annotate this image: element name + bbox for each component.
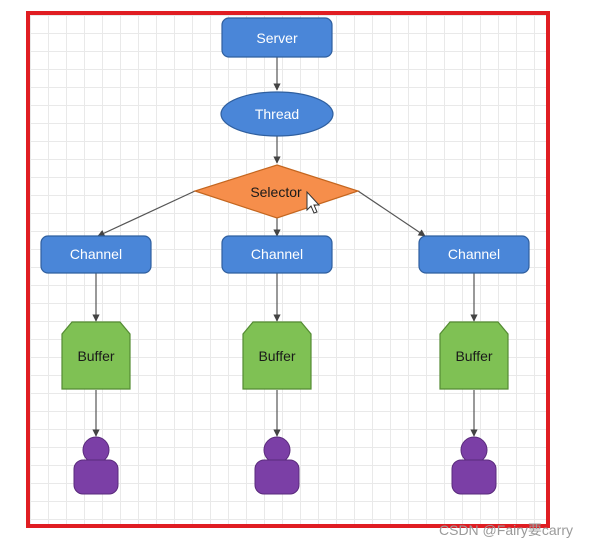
user-icon (451, 436, 497, 495)
buffer-node-3[interactable]: Buffer (439, 321, 509, 390)
cursor-icon (306, 190, 321, 214)
edge-selector-channel-1 (97, 190, 196, 237)
edge-selector-channel-3 (357, 190, 426, 237)
buffer-node-1[interactable]: Buffer (61, 321, 131, 390)
channel-label-3: Channel (448, 246, 500, 262)
watermark: CSDN @Fairy要carry (439, 522, 573, 538)
thread-label: Thread (255, 106, 299, 122)
buffer-label-2: Buffer (258, 348, 295, 364)
buffer-node-2[interactable]: Buffer (242, 321, 312, 390)
user-icon (73, 436, 119, 495)
buffer-label-1: Buffer (77, 348, 114, 364)
channel-node-2[interactable]: Channel (221, 235, 333, 274)
selector-node[interactable]: Selector (193, 164, 360, 219)
server-node[interactable]: Server (221, 17, 333, 58)
channel-node-3[interactable]: Channel (418, 235, 530, 274)
buffer-label-3: Buffer (455, 348, 492, 364)
channel-label-2: Channel (251, 246, 303, 262)
channel-node-1[interactable]: Channel (40, 235, 152, 274)
edges (92, 57, 478, 437)
user-icon (254, 436, 300, 495)
server-label: Server (256, 30, 298, 46)
thread-node[interactable]: Thread (220, 91, 334, 137)
channel-label-1: Channel (70, 246, 122, 262)
selector-label: Selector (250, 184, 302, 200)
